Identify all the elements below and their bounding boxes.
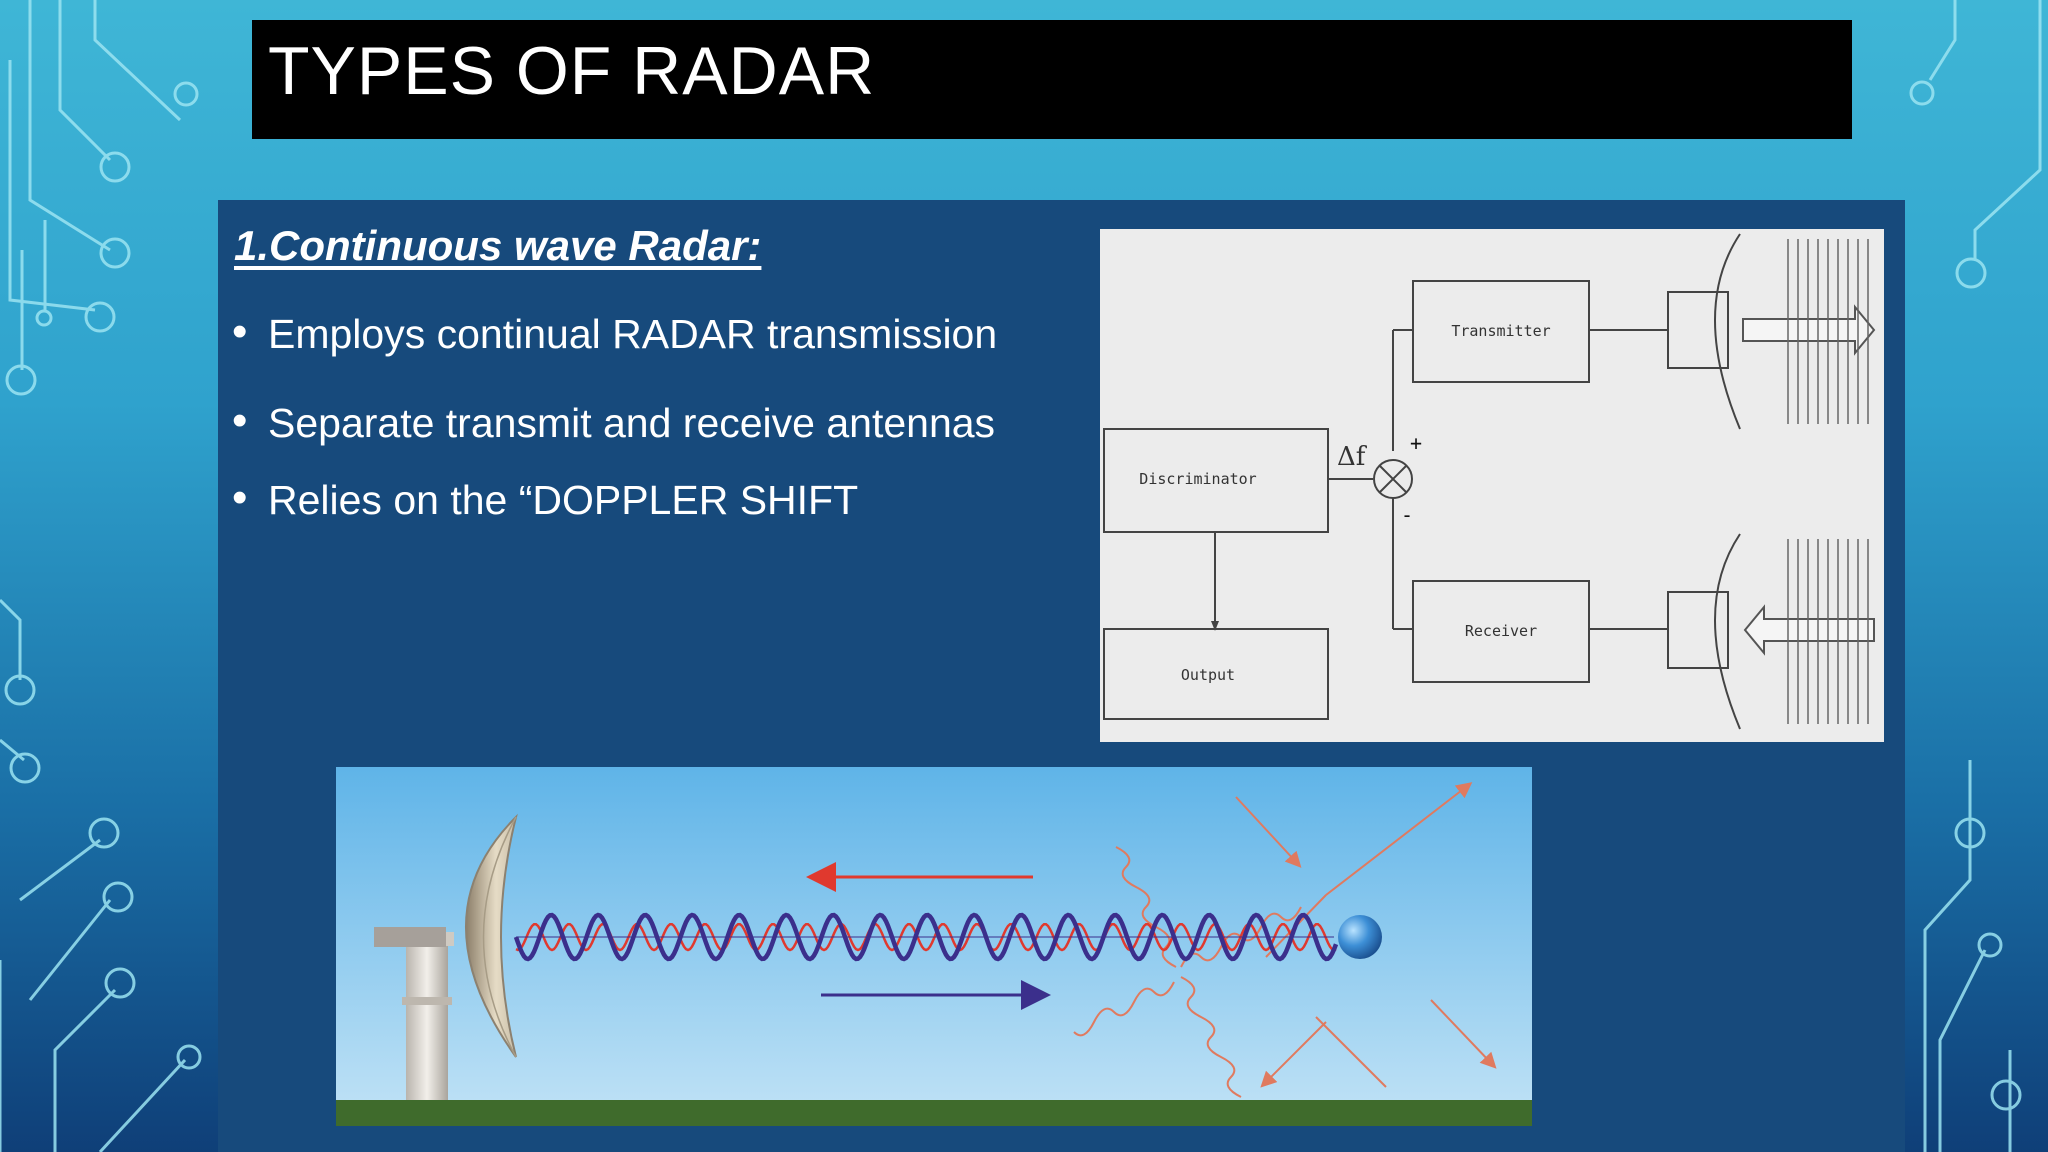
plus-sign: + xyxy=(1410,431,1422,455)
slide-title: TYPES OF RADAR xyxy=(268,33,876,109)
receiver-label: Receiver xyxy=(1465,622,1537,640)
reflected-wave xyxy=(515,922,1337,952)
title-bar: TYPES OF RADAR xyxy=(252,20,1852,139)
transmitter-box xyxy=(1412,280,1590,383)
output-label: Output xyxy=(1181,666,1235,684)
delta-f-label: Δf xyxy=(1337,442,1368,472)
ground xyxy=(336,1100,1532,1126)
block-diagram: Transmitter Receiver Discriminator Outpu… xyxy=(1100,229,1884,742)
bullet-item: Employs continual RADAR transmission xyxy=(232,306,997,359)
bullet-list: Employs continual RADAR transmission Sep… xyxy=(232,306,997,526)
transmitter-label: Transmitter xyxy=(1451,322,1550,340)
mixer-symbol xyxy=(1373,459,1413,499)
section-heading: 1.Continuous wave Radar: xyxy=(234,222,762,269)
receiver-box xyxy=(1412,580,1590,683)
minus-sign: - xyxy=(1401,503,1413,527)
target-object xyxy=(1338,915,1382,959)
doppler-illustration xyxy=(336,767,1532,1126)
outgoing-wave xyxy=(513,912,1339,962)
bullet-item: Separate transmit and receive antennas xyxy=(232,395,997,448)
diagram-background xyxy=(1100,229,1884,742)
radar-mount xyxy=(374,927,446,947)
wavefronts xyxy=(1787,239,1869,724)
discriminator-label: Discriminator xyxy=(1139,470,1256,488)
bullet-item: Relies on the “DOPPLER SHIFT xyxy=(232,472,997,525)
radar-tower xyxy=(406,937,448,1100)
receive-arrow xyxy=(1743,604,1875,656)
